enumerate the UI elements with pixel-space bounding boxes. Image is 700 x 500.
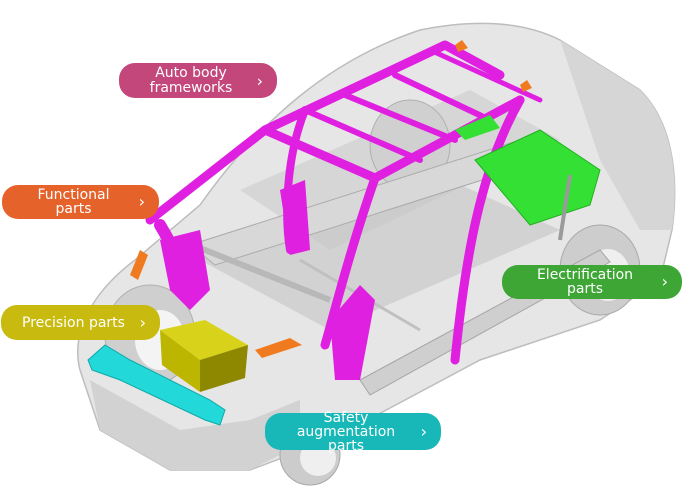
chevron-right-icon: › bbox=[420, 421, 427, 441]
chevron-right-icon: › bbox=[139, 312, 146, 332]
functional-part bbox=[130, 40, 532, 358]
electrification-part bbox=[455, 115, 601, 241]
chevron-right-icon: › bbox=[256, 71, 263, 90]
label-line1: Safety augmentation bbox=[296, 409, 396, 440]
auto-body-frameworks-button[interactable]: Auto body frameworks › bbox=[119, 63, 277, 98]
label-line1: Auto body bbox=[155, 64, 227, 81]
a-pillar-lower bbox=[160, 230, 210, 310]
b-pillar bbox=[330, 285, 375, 380]
electrification-parts-button[interactable]: Electrification parts › bbox=[502, 265, 682, 299]
safety-augmentation-parts-button[interactable]: Safety augmentation parts › bbox=[265, 409, 441, 454]
label-line2: parts bbox=[327, 437, 364, 454]
label-text: Functional parts bbox=[37, 187, 110, 217]
c-pillar bbox=[280, 180, 310, 255]
label-text: Precision parts bbox=[22, 314, 125, 331]
safety-augmentation-part bbox=[87, 344, 226, 426]
label-text: Electrification parts bbox=[536, 267, 634, 297]
label-line2: frameworks bbox=[149, 79, 233, 96]
precision-parts-button[interactable]: Precision parts › bbox=[1, 305, 160, 340]
functional-parts-button[interactable]: Functional parts › bbox=[2, 185, 159, 219]
precision-part bbox=[160, 320, 248, 392]
chevron-right-icon: › bbox=[661, 272, 668, 291]
chevron-right-icon: › bbox=[138, 192, 145, 211]
